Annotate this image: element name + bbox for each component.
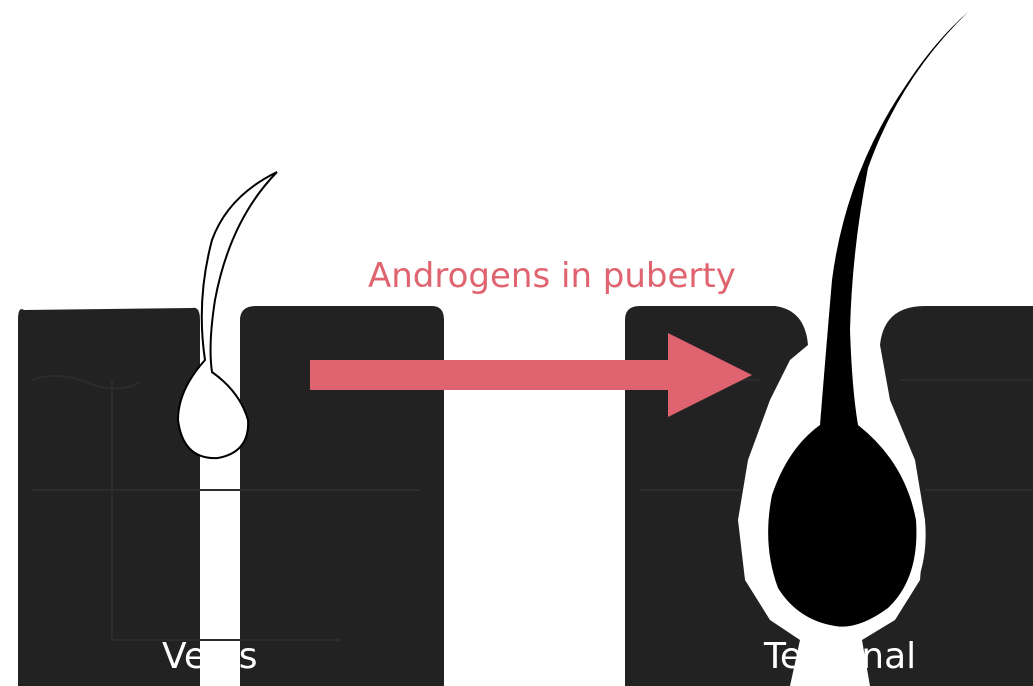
terminal-caption: Terminal: [764, 636, 916, 677]
arrow-shaft: [310, 360, 675, 390]
velus-skin-left-lobe: [18, 308, 200, 686]
velus-caption: Velus: [162, 636, 258, 677]
arrow-label: Androgens in puberty: [368, 256, 736, 296]
